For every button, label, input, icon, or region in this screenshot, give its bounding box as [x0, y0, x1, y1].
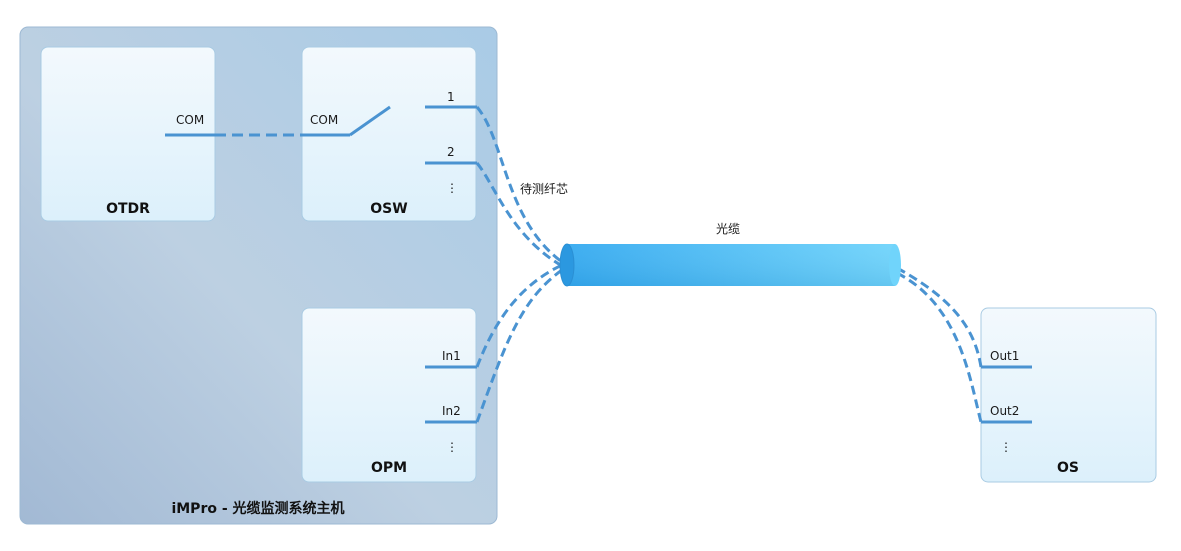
osw-more-ports: ⋮ [446, 181, 458, 195]
osw-port-2-label: 2 [447, 145, 455, 159]
os-title: OS [1057, 460, 1079, 476]
host-title: iMPro - 光缆监测系统主机 [171, 500, 344, 517]
os-more-ports: ⋮ [1000, 440, 1012, 454]
osw-box: OSW COM 1 2 ⋮ [301, 46, 477, 222]
osw-port-1-label: 1 [447, 90, 455, 104]
osw-title: OSW [370, 201, 407, 217]
fiber-opm-in1 [475, 263, 563, 368]
cable-label: 光缆 [716, 222, 740, 236]
fiber-os-out2 [896, 271, 983, 423]
os-out1-label: Out1 [990, 349, 1019, 363]
osw-switch-blade [349, 105, 391, 137]
otdr-com-label: COM [176, 113, 204, 127]
opm-title: OPM [371, 460, 407, 476]
fiber-osw-1 [475, 106, 563, 264]
optical-cable [559, 243, 901, 287]
fiber-opm-in2 [475, 268, 563, 423]
fiber-os-out1 [896, 266, 983, 368]
otdr-title: OTDR [106, 201, 150, 217]
os-out2-label: Out2 [990, 404, 1019, 418]
cable-left-end [559, 243, 575, 287]
opm-in2-label: In2 [442, 404, 461, 418]
opm-box: OPM In1 In2 ⋮ [301, 307, 477, 483]
fiber-under-test-label: 待测纤芯 [520, 182, 568, 196]
cable-right-end [889, 244, 901, 286]
os-box: OS Out1 Out2 ⋮ [980, 307, 1157, 483]
opm-more-ports: ⋮ [446, 440, 458, 454]
otdr-box: OTDR COM [40, 46, 216, 222]
osw-com-label: COM [310, 113, 338, 127]
opm-in1-label: In1 [442, 349, 461, 363]
fiber-osw-2 [475, 162, 563, 268]
